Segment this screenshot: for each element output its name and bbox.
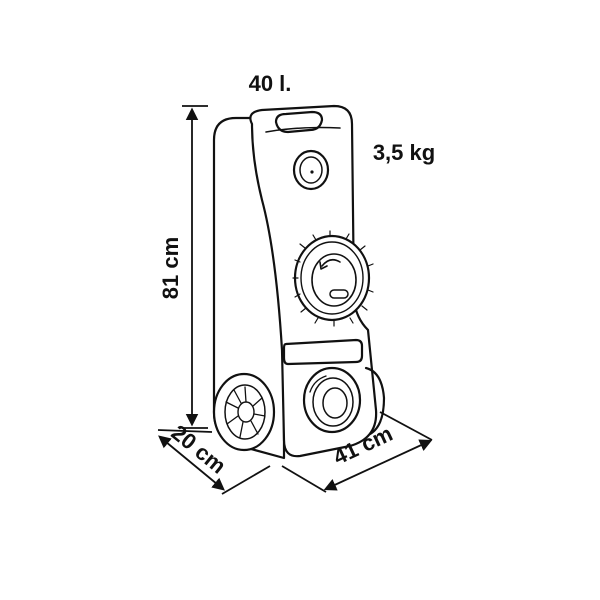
width-dimension-line: [323, 439, 433, 491]
screw-cap-icon: [292, 230, 374, 327]
outlet-cap-icon: [302, 366, 362, 434]
capacity-label: 40 l.: [249, 71, 292, 96]
label-recess: [282, 338, 364, 366]
height-label: 81 cm: [158, 237, 183, 299]
weight-label: 3,5 kg: [373, 140, 435, 165]
wheel-icon: [212, 372, 276, 452]
water-tank-trolley-icon: [212, 104, 386, 460]
dimension-lines: [157, 105, 433, 495]
rear-wheel: [364, 366, 386, 436]
depth-dimension-line: [158, 435, 225, 491]
